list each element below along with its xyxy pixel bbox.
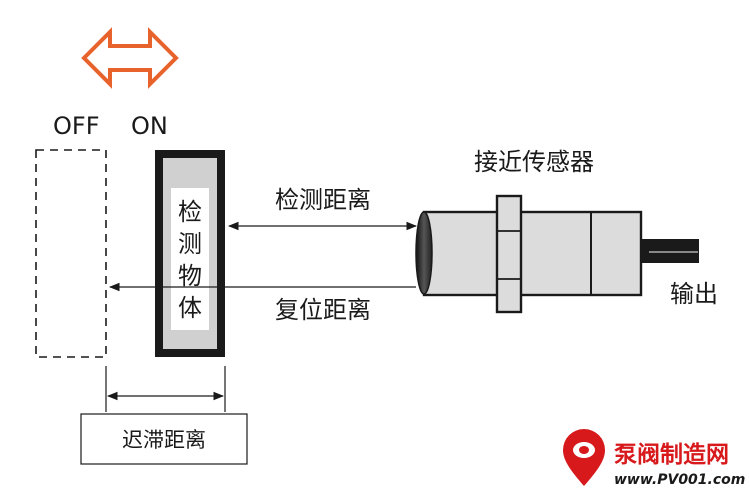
map-pin-logo-icon <box>563 429 605 486</box>
double-arrow-icon <box>81 27 179 89</box>
sensor-face <box>415 211 433 295</box>
watermark-title: 泵阀制造网 <box>614 442 729 468</box>
sensor-body <box>422 210 643 297</box>
target-char-1: 检 <box>178 198 202 226</box>
target-off-position <box>35 149 107 358</box>
hysteresis-box <box>80 413 248 465</box>
hysteresis-label: 迟滞距离 <box>122 428 206 452</box>
reset-distance-label: 复位距离 <box>275 296 371 324</box>
target-object: 检 测 物 体 <box>155 150 225 357</box>
output-label: 输出 <box>670 280 718 308</box>
target-char-3: 物 <box>178 262 202 290</box>
target-char-4: 体 <box>178 294 202 322</box>
target-char-2: 测 <box>178 230 202 258</box>
on-label: ON <box>131 112 168 140</box>
detect-distance-label: 检测距离 <box>275 186 371 214</box>
hysteresis-dimension <box>105 366 226 412</box>
sensor-label: 接近传感器 <box>474 148 594 176</box>
off-label: OFF <box>53 112 100 140</box>
watermark: 泵阀制造网 www.PV001.com <box>563 429 745 488</box>
watermark-url: www.PV001.com <box>614 472 745 488</box>
proximity-sensor: 接近传感器 <box>415 148 699 314</box>
sensor-nut <box>495 194 523 314</box>
